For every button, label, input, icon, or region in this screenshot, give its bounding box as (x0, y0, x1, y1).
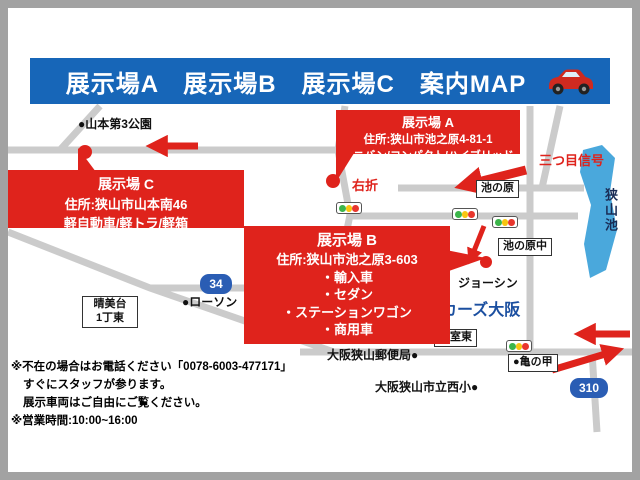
car-icon (549, 69, 593, 95)
exhibition-b-title: 展示場 B (316, 232, 377, 249)
exhibition-b-item: ・商用車 (320, 322, 373, 338)
joshin-label: ジョーシン (458, 276, 518, 290)
traffic-signal-icon (336, 202, 362, 214)
route-34-sign: 34 (200, 274, 232, 294)
exhibition-c-vehicles: 軽自動車/軽トラ/軽箱 (63, 216, 189, 231)
exhibition-b-address: 住所:狭山市池之原3-603 (276, 252, 418, 268)
callout-a-pointer (336, 150, 356, 182)
route-310-sign: 310 (570, 378, 608, 398)
exhibition-c-address: 住所:狭山市山本南46 (64, 197, 188, 212)
ikenohara-naka-label: 池の原中 (498, 238, 552, 256)
notes-block: ※不在の場合はお電話ください「0078-6003-477171」 すぐにスタッフ… (11, 358, 292, 430)
note-line: すぐにスタッフが参ります。 (23, 379, 172, 391)
right-turn-label: 右折 (352, 178, 379, 193)
nishi-elementary-label: 大阪狭山市立西小● (375, 380, 479, 394)
exhibition-b-item: ・セダン (320, 287, 373, 303)
exhibition-a-title: 展示場 A (401, 115, 454, 130)
sayama-lake-label: 狭山池 (603, 188, 618, 233)
harumidai-line1: 晴美台 (93, 298, 127, 310)
exhibition-b-item: ・輸入車 (320, 269, 373, 285)
page-title: 展示場A 展示場B 展示場C 案内MAP (65, 70, 527, 98)
exhibition-b-callout: 展示場 B 住所:狭山市池之原3-603 ・輸入車 ・セダン ・ステーションワゴ… (244, 226, 450, 344)
post-office-label: 大阪狭山郵便局● (327, 348, 419, 362)
park-label: ●山本第3公園 (78, 117, 152, 131)
traffic-signal-icon (452, 208, 478, 220)
exhibition-a-vehicles: ミニバン/コンパクト/ハイブリッド (342, 150, 514, 162)
ikenohara-label: 池の原 (476, 180, 519, 198)
cars-osaka-label: カーズ大阪 (439, 296, 523, 320)
exhibition-c-title: 展示場 C (98, 176, 154, 192)
exhibition-c-callout: 展示場 C 住所:狭山市山本南46 軽自動車/軽トラ/軽箱 (8, 170, 244, 231)
kamenoko-label: ●亀の甲 (508, 354, 558, 372)
note-line: ※不在の場合はお電話ください「0078-6003-477171」 (11, 361, 292, 373)
third-signal-label: 三つ目信号 (539, 153, 605, 168)
harumidai-line2: 1丁東 (95, 311, 125, 324)
exhibition-a-address: 住所:狭山市池之原4-81-1 (363, 134, 493, 146)
note-line: ※営業時間:10:00~16:00 (11, 415, 138, 427)
exhibition-b-item: ・ステーションワゴン (282, 304, 412, 320)
header-bar: 展示場A 展示場B 展示場C 案内MAP (30, 58, 610, 104)
note-line: 展示車両はご自由にご覧ください。 (23, 397, 207, 409)
traffic-signal-icon (506, 340, 532, 352)
exhibition-a-callout: 展示場 A 住所:狭山市池之原4-81-1 ミニバン/コンパクト/ハイブリッド (336, 110, 520, 162)
lawson-label: ●ローソン (182, 295, 238, 309)
callout-b-pointer (446, 250, 486, 272)
traffic-signal-icon (492, 216, 518, 228)
harumidai-label: 晴美台 1丁東 (82, 296, 138, 328)
sayama-lake-shape (580, 145, 617, 278)
callout-c-pointer (78, 148, 96, 172)
